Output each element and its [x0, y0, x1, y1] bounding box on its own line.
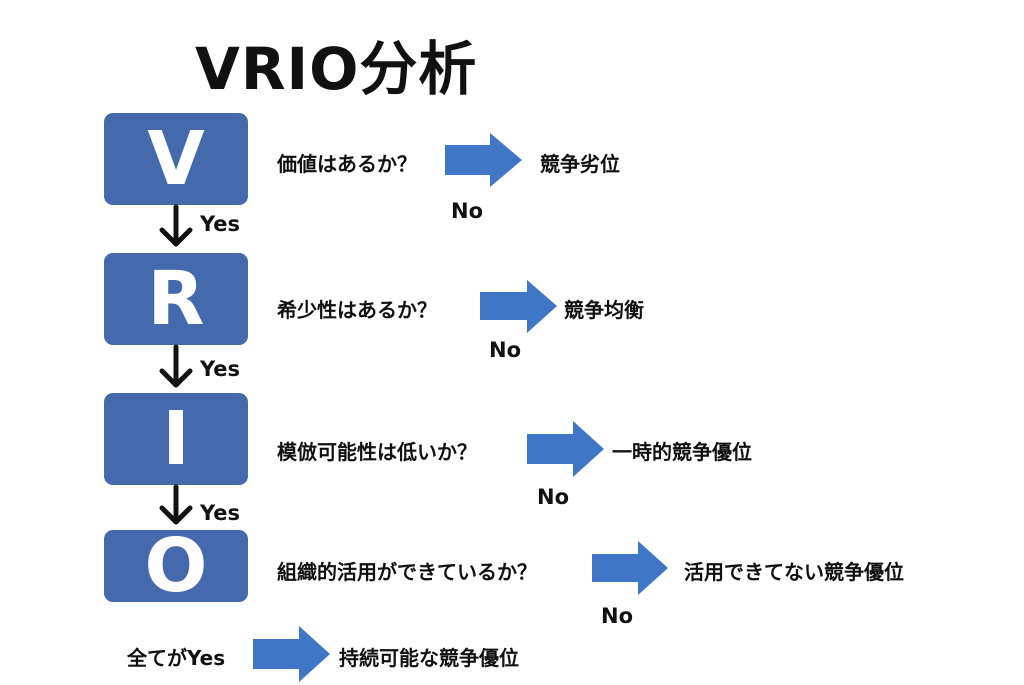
result-imitability: 一時的競争優位 [612, 440, 752, 464]
final-condition: 全てがYes [127, 646, 226, 670]
yes-label-value: Yes [200, 212, 241, 236]
right-arrow-final [253, 626, 330, 682]
step-box-i: I [104, 393, 248, 485]
step-letter-o: O [144, 523, 208, 609]
step-box-v: V [104, 113, 248, 205]
right-arrow-i [527, 421, 604, 477]
step-letter-r: R [147, 256, 205, 342]
diagram-title: VRIO分析 [195, 35, 478, 103]
step-letter-i: I [162, 396, 190, 482]
no-label-imitability: No [537, 485, 570, 509]
yes-label-imitability: Yes [200, 501, 241, 525]
down-arrow-r-i [159, 344, 193, 388]
step-box-r: R [104, 253, 248, 345]
result-organization: 活用できてない競争優位 [684, 560, 904, 584]
question-rarity: 希少性はあるか？ [277, 298, 437, 322]
down-arrow-v-r [159, 204, 193, 247]
right-arrow-v [445, 133, 522, 187]
down-arrow-i-o [159, 484, 193, 525]
yes-label-rarity: Yes [200, 357, 241, 381]
final-result: 持続可能な競争優位 [339, 646, 519, 670]
right-arrow-r [480, 280, 557, 333]
no-label-organization: No [601, 604, 634, 628]
step-letter-v: V [147, 116, 205, 202]
step-box-o: O [104, 523, 248, 609]
right-arrow-o [592, 541, 668, 595]
no-label-rarity: No [489, 338, 522, 362]
question-organization: 組織的活用ができているか？ [277, 560, 537, 584]
question-imitability: 模倣可能性は低いか？ [277, 440, 477, 464]
no-label-value: No [451, 199, 484, 223]
result-value: 競争劣位 [540, 152, 620, 176]
result-rarity: 競争均衡 [564, 298, 644, 322]
question-value: 価値はあるか？ [277, 152, 417, 176]
